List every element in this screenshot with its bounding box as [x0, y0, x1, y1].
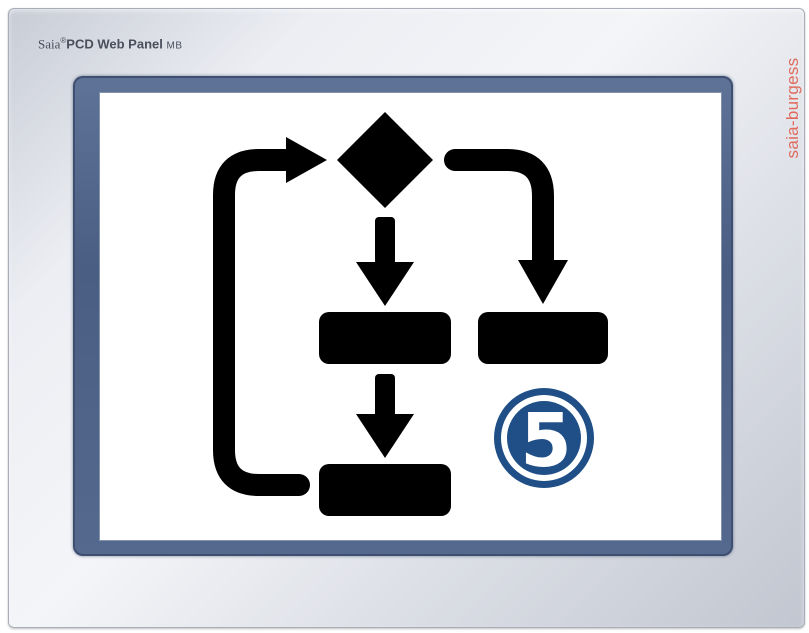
number-5-logo-icon: 5 [494, 388, 594, 488]
right-branch-arrow [444, 149, 554, 273]
side-brand-text: saia-burgess [783, 57, 802, 159]
flowchart-icon [213, 112, 608, 516]
brand-registered: ® [60, 36, 67, 45]
center-arrow-1-shaft [375, 217, 395, 265]
loop-back-arrow [213, 149, 310, 496]
center-arrow-1-head [356, 262, 414, 306]
process-box-2 [319, 464, 451, 516]
logo-number: 5 [520, 398, 572, 484]
loop-back-arrowhead [286, 137, 327, 183]
side-brand-logo: saia-burgess [781, 28, 805, 188]
display-screen[interactable]: 5 [99, 92, 722, 541]
center-arrow-2-shaft [375, 374, 395, 418]
process-box-1 [319, 312, 451, 364]
brand-saia: Saia [38, 36, 61, 52]
decision-diamond [337, 112, 433, 208]
right-branch-arrowhead [518, 260, 568, 304]
brand-product: PCD Web Panel [66, 36, 163, 52]
device-brand-label: Saia®PCD Web Panel MB [38, 36, 182, 52]
brand-model: MB [166, 40, 183, 52]
screen-graphic: 5 [213, 112, 608, 516]
process-box-right [478, 312, 608, 364]
center-arrow-2-head [356, 414, 414, 458]
